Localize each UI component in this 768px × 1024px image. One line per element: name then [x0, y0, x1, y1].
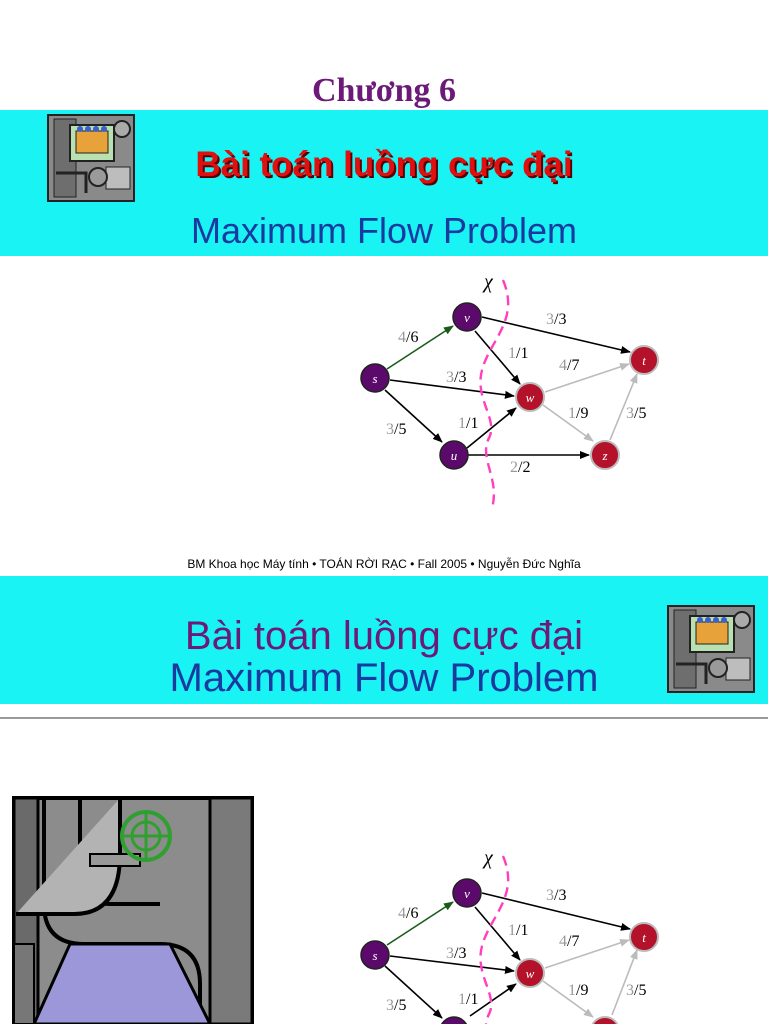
edge-s-v: [386, 901, 454, 946]
node-s: s: [360, 363, 390, 393]
node-z: [591, 1016, 619, 1024]
edge-label-s-u: 3/5: [386, 421, 406, 438]
slide-footer: BM Khoa học Máy tính • TOÁN RỜI RẠC • Fa…: [187, 557, 581, 571]
edge-s-u: [384, 389, 443, 443]
edge-s-v: [386, 325, 454, 370]
cut-line: [479, 855, 510, 1024]
edge-label-v-w: 1/1: [508, 345, 528, 362]
svg-text:s: s: [372, 371, 377, 386]
node-z: z: [590, 440, 620, 470]
node-w: w: [515, 382, 545, 412]
main-title-vietnamese: Bài toán luồng cực đại: [195, 145, 573, 184]
edge-label-s-v: 4/6: [398, 329, 418, 346]
edge-v-w: [474, 906, 521, 961]
edge-label-w-z: 1/9: [568, 405, 588, 422]
edge-w-z: [542, 980, 594, 1018]
edge-label-w-t: 4/7: [559, 933, 579, 950]
slide2-title-english: Maximum Flow Problem: [169, 656, 599, 700]
svg-text:t: t: [642, 930, 646, 945]
svg-text:z: z: [601, 448, 607, 463]
main-title-english: Maximum Flow Problem: [190, 210, 578, 251]
node-u: u: [439, 440, 469, 470]
node-t: t: [629, 922, 659, 952]
svg-text:t: t: [642, 353, 646, 368]
node-u: [441, 1016, 467, 1024]
edge-label-w-z: 1/9: [568, 982, 588, 999]
edge-label-w-t: 4/7: [559, 357, 579, 374]
svg-text:u: u: [451, 448, 458, 463]
edge-w-z: [542, 404, 594, 442]
edge-label-s-u: 3/5: [386, 997, 406, 1014]
edge-label-v-t: 3/3: [546, 887, 566, 904]
svg-text:s: s: [372, 948, 377, 963]
flow-network-diagram-slide-2: χ v s w t 4/6 3/3 3/5 3/3 1/1 1/1 4/7 1/…: [360, 847, 659, 1024]
edge-label-u-z: 2/2: [510, 459, 530, 476]
edge-label-z-t: 3/5: [626, 405, 646, 422]
edge-v-w: [474, 330, 521, 385]
edge-label-u-w: 1/1: [458, 415, 478, 432]
edge-s-w: [389, 379, 515, 399]
slide-divider: [0, 717, 768, 719]
edge-v-t: [481, 316, 631, 354]
edge-z-t: [609, 373, 638, 441]
edge-u-w: [466, 407, 517, 449]
chapter-heading: Chương 6: [311, 72, 457, 109]
edge-v-t: [481, 892, 631, 931]
svg-text:v: v: [464, 310, 470, 325]
edge-label-u-w: 1/1: [458, 991, 478, 1008]
slide2-title-vietnamese: Bài toán luồng cực đại: [184, 614, 584, 658]
edge-label-s-v: 4/6: [398, 905, 418, 922]
pipe-machinery-illustration: [12, 796, 254, 1024]
node-v: v: [452, 878, 482, 908]
edge-label-s-w: 3/3: [446, 369, 466, 386]
node-t: t: [629, 345, 659, 375]
cut-line: [479, 279, 510, 509]
node-v: v: [452, 302, 482, 332]
edge-label-v-w: 1/1: [508, 922, 528, 939]
cut-label: χ: [482, 847, 494, 869]
svg-text:v: v: [464, 886, 470, 901]
edge-label-s-w: 3/3: [446, 945, 466, 962]
edge-z-t: [611, 949, 638, 1016]
svg-text:w: w: [526, 390, 535, 405]
edge-s-w: [389, 955, 515, 974]
svg-text:w: w: [526, 966, 535, 981]
node-w: w: [515, 958, 545, 988]
edge-label-z-t: 3/5: [626, 982, 646, 999]
computer-machine-icon: [47, 114, 135, 202]
flow-network-diagram: χ v s u w t z 4/6 3/3 3/5 3/3 1/1 1/1 4/…: [360, 271, 659, 509]
edge-u-w: [469, 983, 517, 1017]
edge-w-t: [544, 363, 630, 393]
edge-w-t: [544, 939, 630, 969]
edge-s-u: [384, 965, 443, 1019]
title-band-slide-2: [0, 576, 768, 704]
computer-machine-icon: [667, 605, 755, 693]
cut-label: χ: [482, 271, 494, 293]
node-s: s: [360, 940, 390, 970]
edge-label-v-t: 3/3: [546, 311, 566, 328]
